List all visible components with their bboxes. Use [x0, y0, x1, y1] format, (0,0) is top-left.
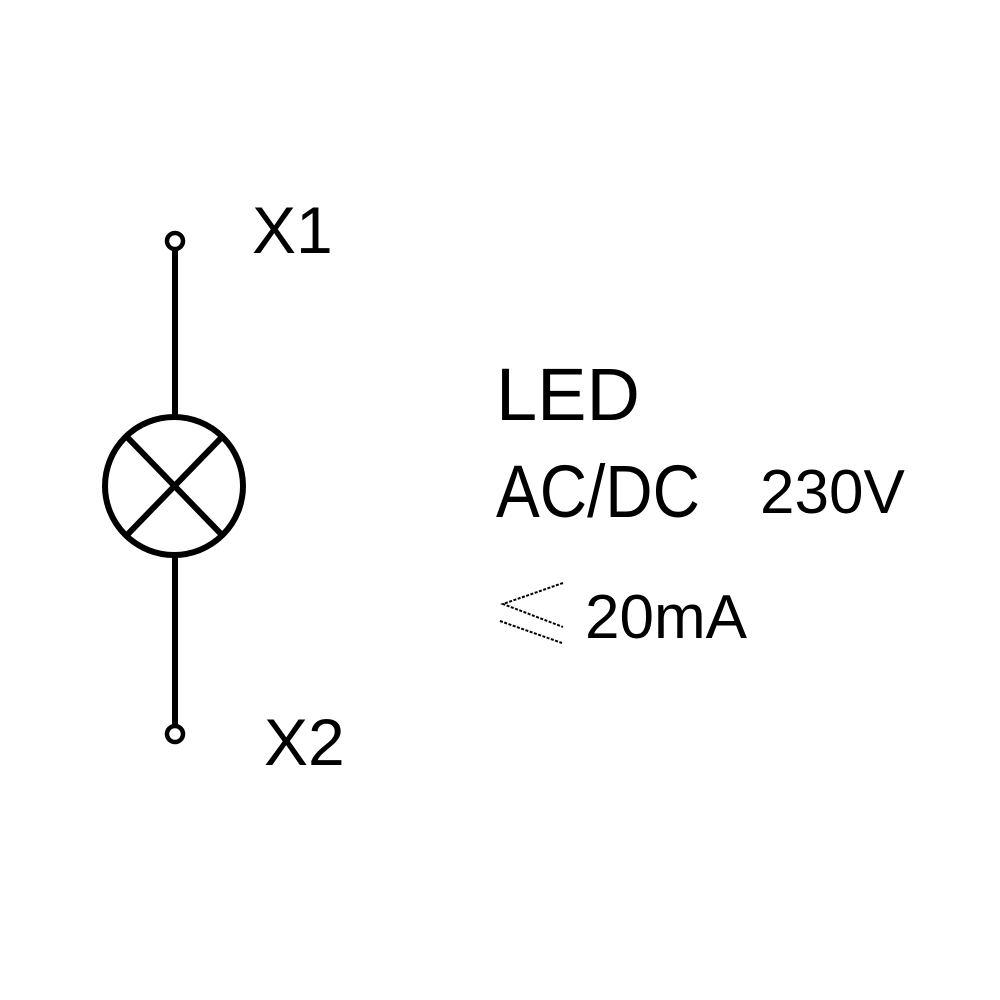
- current-label: 20mA: [585, 583, 748, 652]
- type-label: LED: [496, 353, 640, 436]
- voltage-label: 230V: [760, 458, 905, 527]
- lamp-cross-circle-icon: [102, 414, 246, 558]
- supply-type-label: AC/DC: [496, 450, 700, 533]
- terminal-label-x2: X2: [264, 705, 345, 779]
- less-or-equal-icon: [499, 582, 564, 644]
- terminal-x2-icon: [164, 723, 186, 745]
- terminal-x1-icon: [164, 230, 186, 252]
- terminal-label-x1: X1: [252, 193, 333, 267]
